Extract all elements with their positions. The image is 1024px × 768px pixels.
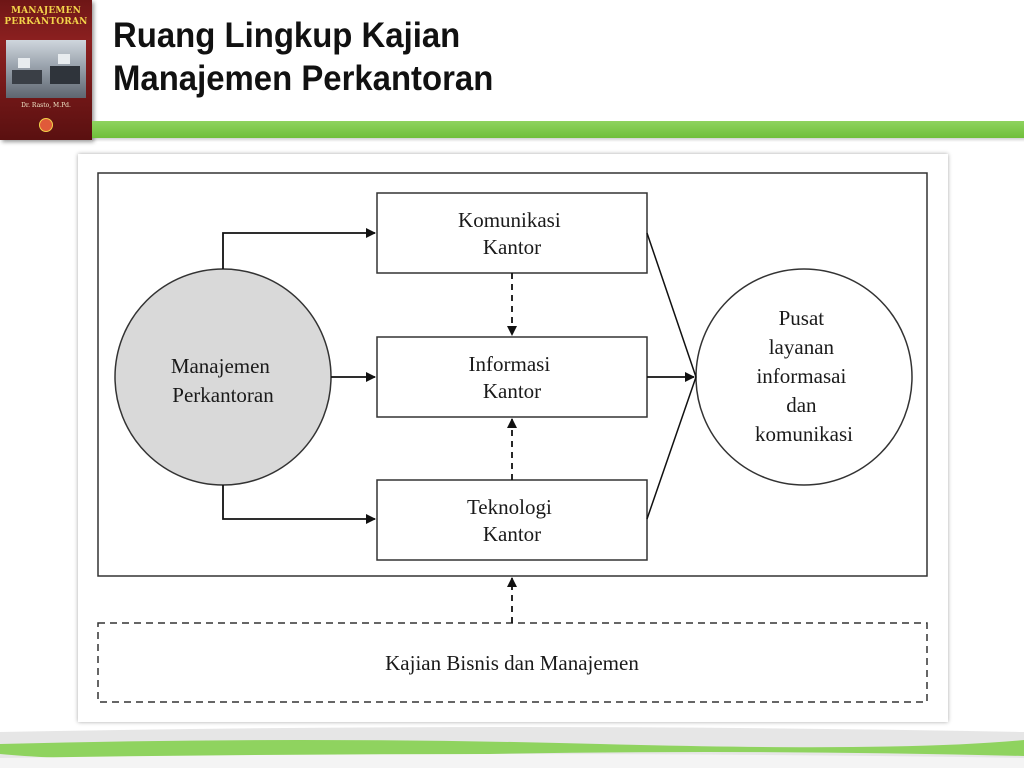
circle-right-line3: informasai	[756, 364, 846, 388]
book-cover-image: MANAJEMEN PERKANTORAN Dr. Rasto, M.Pd.	[0, 0, 92, 140]
book-cover-author: Dr. Rasto, M.Pd.	[21, 102, 71, 109]
circle-left-line2: Perkantoran	[172, 383, 274, 407]
circle-left-line1: Manajemen	[171, 354, 271, 378]
komunikasi-kantor-label: Komunikasi Kantor	[458, 208, 566, 259]
arrow-to-komunikasi	[222, 228, 376, 269]
title-divider-bar	[92, 121, 1024, 138]
book-cover-title-line1: MANAJEMEN	[10, 6, 82, 16]
cover-monitor	[58, 54, 70, 64]
book-cover-title-line2: PERKANTORAN	[4, 17, 88, 27]
box-informasi-line1: Informasi	[469, 352, 551, 376]
komunikasi-kantor-box	[376, 192, 648, 274]
informasi-kantor-box	[376, 336, 648, 418]
circle-right-line1: Pusat	[779, 306, 825, 330]
arrow-to-teknologi	[222, 485, 376, 524]
cover-desk	[50, 66, 80, 84]
slide-title: Ruang Lingkup Kajian Manajemen Perkantor…	[113, 14, 493, 100]
cover-desk	[12, 70, 42, 84]
box-informasi-line2: Kantor	[483, 379, 541, 403]
title-divider-shadow	[92, 138, 1024, 142]
circle-right-line2: layanan	[769, 335, 835, 359]
manajemen-perkantoran-label: Manajemen Perkantoran	[171, 354, 275, 407]
teknologi-kantor-label: Teknologi Kantor	[467, 495, 557, 546]
pusat-layanan-label: Pusat layanan informasai dan komunikasi	[755, 306, 853, 446]
inner-frame	[97, 172, 928, 577]
slide-title-line1: Ruang Lingkup Kajian	[113, 16, 461, 55]
circle-right-line5: komunikasi	[755, 422, 853, 446]
box-komunikasi-line1: Komunikasi	[458, 208, 561, 232]
box-teknologi-line1: Teknologi	[467, 495, 552, 519]
teknologi-kantor-box	[376, 479, 648, 561]
book-cover-title: MANAJEMEN PERKANTORAN	[0, 6, 92, 28]
box-komunikasi-line2: Kantor	[483, 235, 541, 259]
kajian-bisnis-label: Kajian Bisnis dan Manajemen	[385, 651, 639, 675]
informasi-kantor-label: Informasi Kantor	[469, 352, 556, 403]
line-teknologi-to-pusat	[646, 376, 697, 520]
book-cover-seal-icon	[39, 118, 53, 132]
circle-right-line4: dan	[786, 393, 817, 417]
cover-monitor	[18, 58, 30, 68]
footer-wave	[0, 727, 1024, 768]
line-komunikasi-to-pusat	[646, 232, 697, 378]
box-teknologi-line2: Kantor	[483, 522, 541, 546]
book-cover-photo	[6, 40, 86, 98]
slide-title-line2: Manajemen Perkantoran	[113, 59, 494, 98]
footer-wave-green	[0, 740, 1024, 760]
footer-wave-light	[0, 754, 1024, 768]
